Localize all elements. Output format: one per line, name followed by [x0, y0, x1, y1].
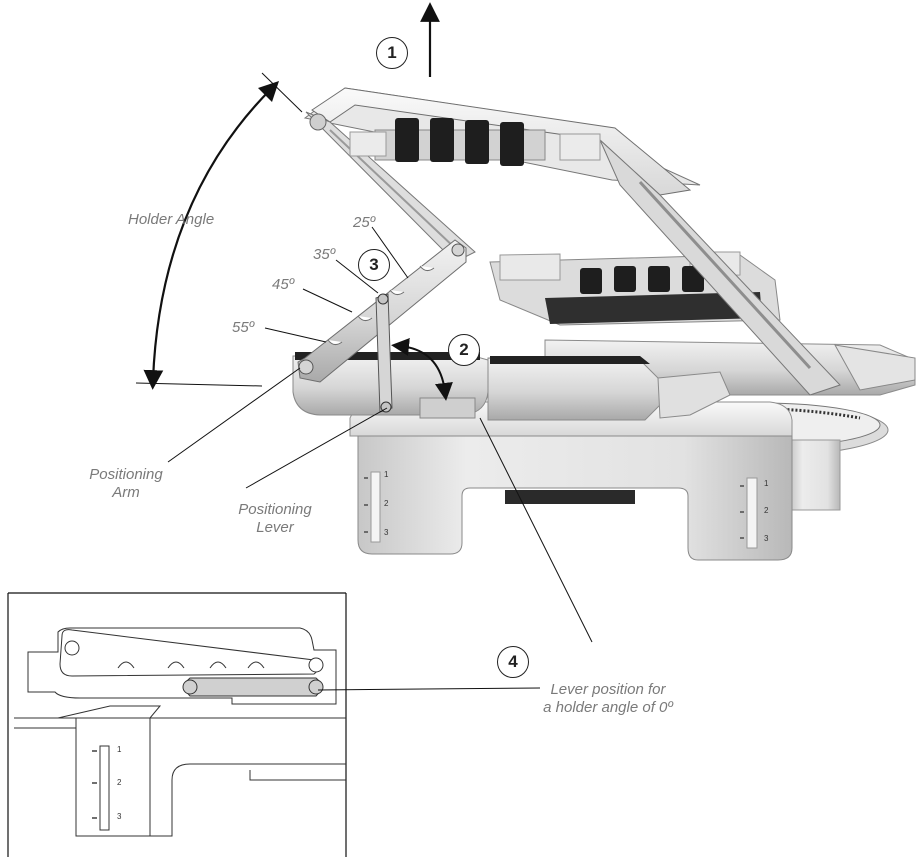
inset-scale-3: 3 [117, 812, 122, 821]
lever-position-label: Lever position for a holder angle of 0º [518, 681, 698, 717]
positioning-arm-label-line1: Positioning [89, 466, 163, 483]
lever-rotation-arrow [391, 337, 453, 401]
base-left-scale-3: 3 [384, 528, 389, 537]
positioning-arm-label: Positioning Arm [78, 466, 174, 502]
angle-leader-lines [264, 226, 409, 343]
base-right-scale-1: 1 [764, 479, 769, 488]
callout-step-3: 3 [358, 249, 390, 281]
lever-position-label-line2: a holder angle of 0º [543, 699, 673, 716]
base-right-scale-2: 2 [764, 506, 769, 515]
holder-angle-guides [135, 72, 303, 390]
inset-scale-2: 2 [117, 778, 122, 787]
base-block [349, 401, 793, 561]
callout-step-2: 2 [448, 334, 480, 366]
lever-position-label-line1: Lever position for [550, 681, 666, 698]
positioning-lever-label-line2: Lever [256, 519, 294, 536]
holder-angle-label: Holder Angle [128, 211, 215, 228]
angle-55-label: 55º [232, 319, 255, 336]
angle-25-label: 25º [353, 214, 376, 231]
upper-clamps [349, 118, 601, 166]
positioning-lever-label: Positioning Lever [227, 501, 323, 537]
angle-45-label: 45º [272, 276, 295, 293]
positioning-lever-label-line1: Positioning [238, 501, 312, 518]
base-left-scale-2: 2 [384, 499, 389, 508]
positioning-arm-label-line2: Arm [112, 484, 140, 501]
callout-leader-lines [167, 367, 593, 643]
callout-step-1: 1 [376, 37, 408, 69]
angle-35-label: 35º [313, 246, 336, 263]
base-left-scale-1: 1 [384, 470, 389, 479]
inset-scale-1: 1 [117, 745, 122, 754]
base-right-scale-3: 3 [764, 534, 769, 543]
tilting-holder-frame [303, 87, 841, 396]
callout-step-4: 4 [497, 646, 529, 678]
inset-detail [7, 592, 541, 857]
